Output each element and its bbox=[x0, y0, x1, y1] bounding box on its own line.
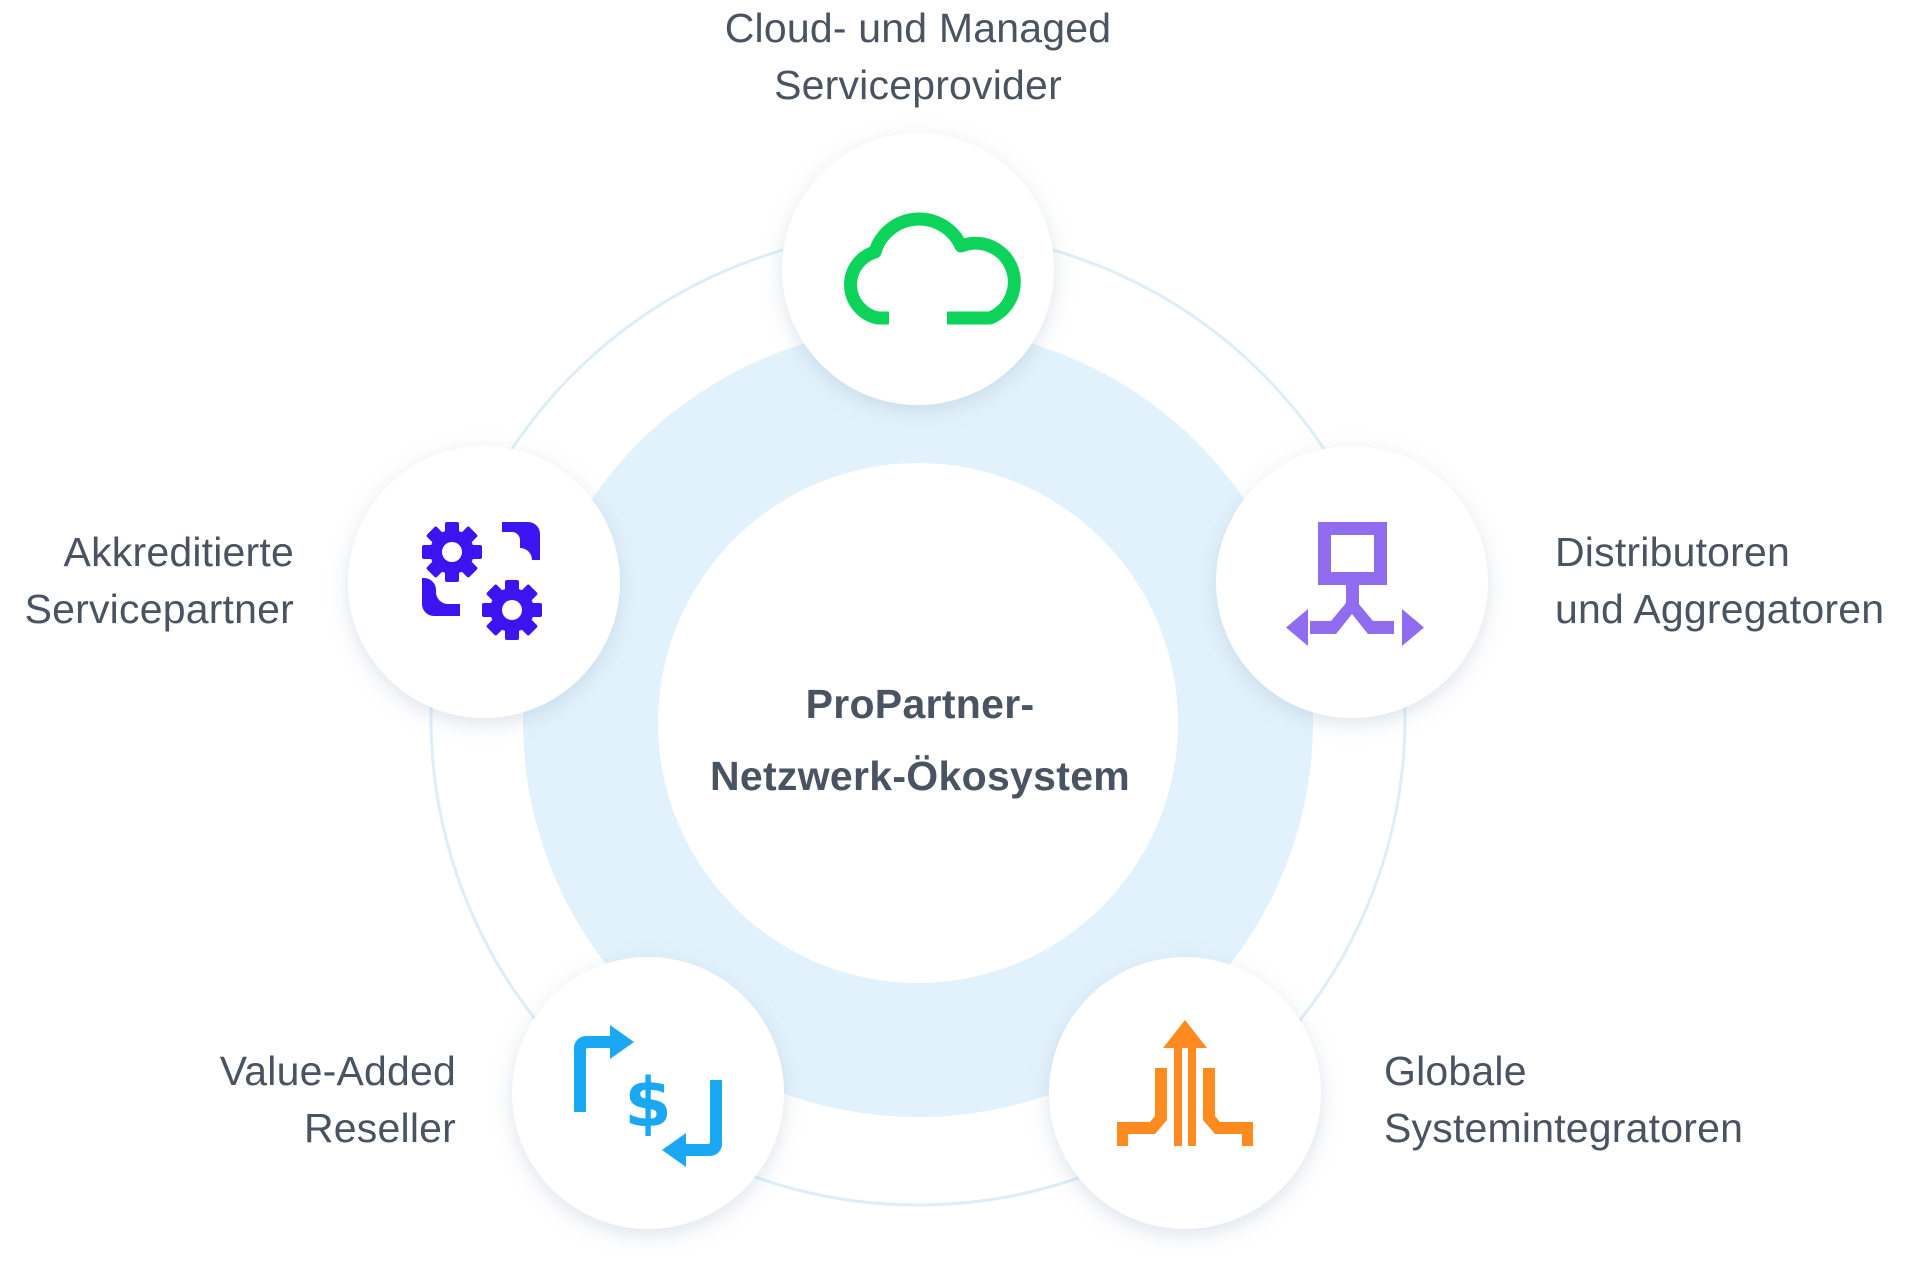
merge-arrows-icon bbox=[1117, 1020, 1253, 1146]
label-distributors: Distributoren und Aggregatoren bbox=[1555, 524, 1884, 638]
node-circle-cloud bbox=[782, 133, 1054, 405]
center-title-line-2: Netzwerk-Ökosystem bbox=[709, 753, 1131, 799]
label-resellers: Value-Added Reseller bbox=[80, 1043, 456, 1157]
label-service-partners-line-2: Servicepartner bbox=[24, 586, 294, 632]
center-circle bbox=[658, 463, 1178, 983]
label-service-partners-line-1: Akkreditierte bbox=[63, 529, 294, 575]
svg-text:$: $ bbox=[624, 1064, 671, 1143]
label-cloud-providers: Cloud- und Managed Serviceprovider bbox=[618, 0, 1218, 114]
dollar-exchange-icon: $ bbox=[574, 1025, 722, 1167]
label-cloud-line-2: Serviceprovider bbox=[774, 62, 1062, 108]
label-distributors-line-1: Distributoren bbox=[1555, 529, 1791, 575]
distribution-icon bbox=[1286, 522, 1424, 646]
label-integrators-line-2: Systemintegratoren bbox=[1384, 1105, 1744, 1151]
node-circle-service-partners bbox=[348, 446, 620, 718]
cloud-icon bbox=[844, 212, 1021, 325]
label-integrators: Globale Systemintegratoren bbox=[1384, 1043, 1743, 1157]
label-integrators-line-1: Globale bbox=[1384, 1048, 1527, 1094]
label-cloud-line-1: Cloud- und Managed bbox=[724, 5, 1112, 51]
label-resellers-line-1: Value-Added bbox=[219, 1048, 456, 1094]
label-distributors-line-2: und Aggregatoren bbox=[1555, 586, 1885, 632]
node-circle-resellers bbox=[512, 957, 784, 1229]
node-circle-integrators bbox=[1049, 957, 1321, 1229]
diagram-center-title: ProPartner- Netzwerk-Ökosystem bbox=[660, 668, 1180, 812]
label-service-partners: Akkreditierte Servicepartner bbox=[0, 524, 294, 638]
label-resellers-line-2: Reseller bbox=[304, 1105, 456, 1151]
gears-icon bbox=[422, 522, 542, 640]
center-title-line-1: ProPartner- bbox=[805, 681, 1035, 727]
